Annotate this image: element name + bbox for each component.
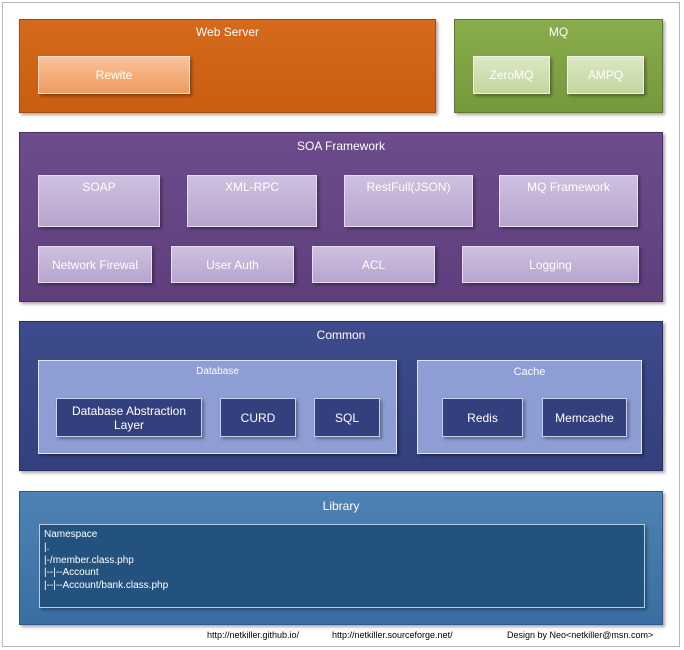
- code-line: |--|--Account/bank.class.php: [44, 580, 169, 592]
- footer-credit: Design by Neo<netkiller@msn.com>: [507, 630, 654, 640]
- mq-title: MQ: [548, 25, 569, 39]
- xml-rpc-box: XML-RPC: [187, 175, 317, 227]
- code-line: |--|--Account: [44, 567, 99, 579]
- footer-link-github[interactable]: http://netkiller.github.io/: [207, 630, 300, 640]
- redis-box: Redis: [442, 398, 523, 437]
- cache-group: Cache Redis Memcache: [417, 360, 642, 454]
- database-abstraction-layer-box: Database Abstraction Layer: [56, 398, 202, 437]
- code-line: |-/member.class.php: [44, 554, 134, 566]
- cache-title: Cache: [513, 366, 546, 378]
- library-panel: Library Namespace |. |-/member.class.php…: [19, 491, 663, 625]
- rewrite-box: Rewite: [38, 56, 190, 94]
- common-panel: Common Database Database Abstraction Lay…: [19, 321, 663, 471]
- memcache-box: Memcache: [542, 398, 627, 437]
- network-firewall-box: Network Firewal: [38, 246, 152, 283]
- mq-panel: MQ ZeroMQ AMPQ: [454, 19, 663, 113]
- database-title: Database: [196, 366, 239, 377]
- database-group: Database Database Abstraction Layer CURD…: [38, 360, 397, 454]
- user-auth-box: User Auth: [171, 246, 294, 283]
- ampq-box: AMPQ: [567, 56, 644, 94]
- restfull-json-box: RestFull(JSON): [344, 175, 473, 227]
- soa-framework-title: SOA Framework: [296, 139, 386, 153]
- zeromq-box: ZeroMQ: [473, 56, 550, 94]
- soap-box: SOAP: [38, 175, 160, 227]
- library-title: Library: [322, 499, 360, 513]
- logging-box: Logging: [462, 246, 639, 283]
- mq-framework-box: MQ Framework: [499, 175, 638, 227]
- acl-box: ACL: [312, 246, 435, 283]
- namespace-code-block: Namespace |. |-/member.class.php |--|--A…: [39, 524, 645, 608]
- curd-box: CURD: [220, 398, 296, 437]
- footer-link-sourceforge[interactable]: http://netkiller.sourceforge.net/: [332, 630, 453, 640]
- soa-framework-panel: SOA Framework SOAP XML-RPC RestFull(JSON…: [19, 132, 663, 302]
- sql-box: SQL: [314, 398, 380, 437]
- web-server-title: Web Server: [195, 25, 260, 39]
- common-title: Common: [316, 328, 366, 342]
- code-line: Namespace: [44, 529, 98, 540]
- code-line: |.: [44, 541, 50, 553]
- web-server-panel: Web Server Rewite: [19, 19, 436, 113]
